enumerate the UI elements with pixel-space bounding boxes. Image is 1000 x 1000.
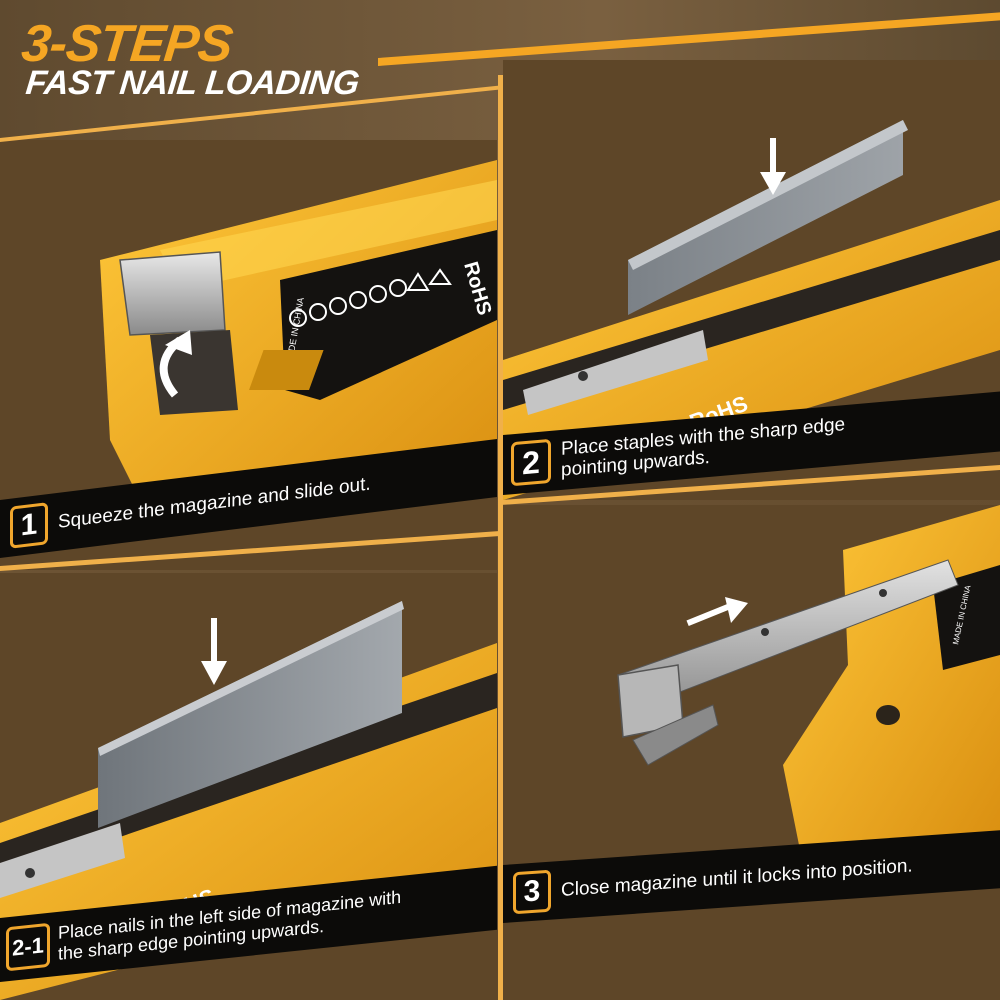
label-panel-4 <box>933 565 1000 670</box>
panel-step-1: RoHS MADE IN CHINA 1 Squeeze the magazin… <box>0 140 497 570</box>
down-arrow-shaft-2 <box>770 138 776 178</box>
right-arrow-shaft-4 <box>686 603 730 627</box>
step-badge-1: 1 <box>10 502 48 549</box>
right-arrow-icon-4 <box>725 597 748 623</box>
step-badge-2: 2 <box>511 438 551 487</box>
magazine-rail-2 <box>523 330 708 415</box>
down-arrow-icon-2 <box>760 172 786 195</box>
staple-strip <box>628 120 903 315</box>
down-arrow-icon-3 <box>201 661 227 685</box>
step-3-illustration: MADE IN CHINA <box>503 505 1000 1000</box>
magazine-rail-3 <box>0 823 125 898</box>
caption-text-4: Close magazine until it locks into posit… <box>561 854 913 901</box>
title-line-2: FAST NAIL LOADING <box>24 64 361 102</box>
vent-grille <box>249 350 324 390</box>
step-badge-3: 3 <box>513 869 551 915</box>
panel-step-2-1: RoHS 2-1 Place nails in the left side of… <box>0 573 497 1000</box>
magazine-end-cap <box>119 251 226 336</box>
down-arrow-shaft-3 <box>211 618 217 666</box>
panel-step-3: MADE IN CHINA 3 Close magazine until it … <box>503 505 1000 1000</box>
button-dial <box>876 705 900 725</box>
warning-icons-row <box>289 268 452 327</box>
nail-strip <box>98 601 402 828</box>
step-badge-2-1: 2-1 <box>6 922 50 972</box>
panel-step-2: RoHS 2 Place staples with the sharp edge… <box>503 60 1000 500</box>
